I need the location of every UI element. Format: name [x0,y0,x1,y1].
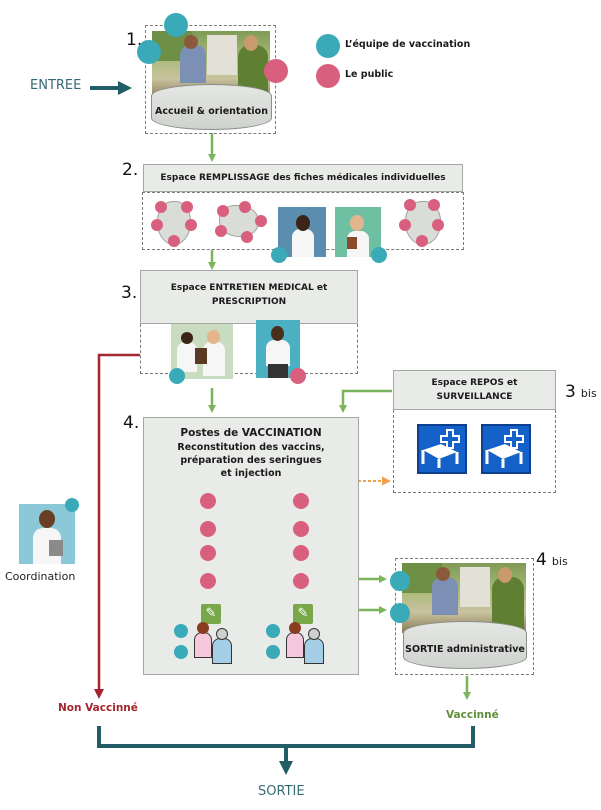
public-member-dot [181,201,193,213]
step-2-area [142,192,464,263]
public-member-dot [255,215,267,227]
public-member-dot [264,59,288,83]
team-member-dot [169,368,185,384]
step-3bis-number-suffix: bis [580,387,597,400]
syringe-icon: ✎ [201,604,221,624]
public-queue-dot [293,521,309,537]
exit-bracket [97,726,475,748]
arrow-3bis-to-4 [339,389,392,413]
public-member-dot [399,219,411,231]
not-vaccinated-label: Non Vaccinné [58,702,138,714]
team-member-dot [390,571,410,591]
step-4bis-title: SORTIE administrative [405,643,525,655]
syringe-icon: ✎ [293,604,313,624]
public-member-dot [428,199,440,211]
step-4bis-exit-desk: SORTIE administrative [390,558,534,675]
step-1-title: Accueil & orientation [155,105,268,117]
public-member-dot [155,201,167,213]
public-member-dot [404,199,416,211]
team-member-dot [266,645,280,659]
step-1-reception: Accueil & orientation [137,13,288,134]
step-3-title-line1: Espace ENTRETIEN MEDICAL et [170,283,328,293]
step-4-sub-line1: Reconstitution des vaccins, [177,442,325,453]
public-member-dot [290,368,306,384]
coordination: Coordination [5,498,85,590]
step-3-number: 3. [121,283,138,303]
public-queue-dot [200,521,216,537]
team-legend-label: L’équipe de vaccination [345,39,471,50]
team-member-dot [65,498,79,512]
public-member-dot [416,235,428,247]
step-3-header: Espace ENTRETIEN MEDICAL et PRESCRIPTION [140,270,358,324]
team-member-dot [174,624,188,638]
step-3bis-title-line1: Espace REPOS et [431,378,518,388]
public-member-dot [151,219,163,231]
step-4-sub-line2: préparation des seringues [180,455,322,466]
team-legend-dot [316,34,340,58]
public-member-dot [239,201,251,213]
public-legend-label: Le public [345,69,394,80]
team-member-dot [164,13,188,37]
coordination-label: Coordination [5,570,76,583]
team-member-dot [390,603,410,623]
team-member-dot [137,40,161,64]
step-4bis-number-suffix: bis [551,555,568,568]
public-queue-dot [293,493,309,509]
public-member-dot [215,225,227,237]
step-3bis-area [393,410,556,493]
doctor-female-illustration [335,207,381,257]
public-legend-dot [316,64,340,88]
exit-label: SORTIE [258,784,305,799]
public-member-dot [432,219,444,231]
step-4bis-number: 4 bis [536,550,568,570]
step-3bis-header: Espace REPOS et SURVEILLANCE [393,370,556,410]
nurse-injection-illustration [284,622,328,664]
step-3bis-title-line2: SURVEILLANCE [436,392,513,402]
step-3-title-line2: PRESCRIPTION [211,297,287,307]
doctors-consultation-illustration [171,324,233,379]
public-member-dot [168,235,180,247]
public-member-dot [185,219,197,231]
step-2-number: 2. [122,160,139,180]
public-queue-dot [200,545,216,561]
public-queue-dot [293,545,309,561]
public-member-dot [241,231,253,243]
team-member-dot [371,247,387,263]
step-3bis-number-digit: 3 [565,382,576,402]
legend: L’équipe de vaccination Le public [314,32,514,92]
step-4bis-number-digit: 4 [536,550,547,570]
rest-bed-icon [417,424,467,474]
arrow-not-vaccinated [94,353,140,699]
step-4-vaccination-area: Postes de VACCINATION Reconstitution des… [143,417,359,675]
exit-desk-illustration [402,563,526,633]
entry-label: ENTREE [30,78,82,93]
step-3bis-number: 3 bis [565,382,597,402]
exit-desk: SORTIE administrative [403,621,527,669]
coordinator-illustration [19,504,75,564]
step-2-header: Espace REMPLISSAGE des fiches médicales … [143,164,463,192]
reception-desk: Accueil & orientation [151,84,272,130]
public-queue-dot [200,573,216,589]
doctor-male-illustration [278,207,326,257]
step-4-title: Postes de VACCINATION [180,427,322,439]
public-queue-dot [293,573,309,589]
rest-bed-icon [481,424,531,474]
step-4-sub-line3: et injection [220,468,282,479]
step-4-number: 4. [123,413,140,433]
vaccinated-label: Vaccinné [446,709,499,721]
team-member-dot [174,645,188,659]
public-queue-dot [200,493,216,509]
nurse-injection-illustration [192,622,236,664]
step-3-area [140,320,358,384]
team-member-dot [266,624,280,638]
step-2-title: Espace REMPLISSAGE des fiches médicales … [160,173,446,183]
public-member-dot [217,205,229,217]
team-member-dot [271,247,287,263]
